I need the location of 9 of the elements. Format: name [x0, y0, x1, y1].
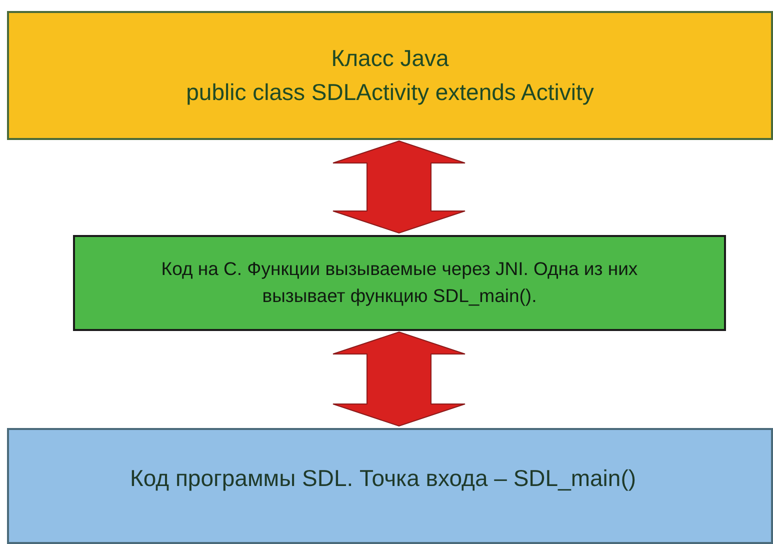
double-arrow	[332, 331, 466, 427]
double-arrow	[332, 140, 466, 234]
box-text: public class SDLActivity extends Activity	[186, 78, 594, 107]
box-text: Код программы SDL. Точка входа – SDL_main()	[130, 464, 636, 494]
box-text: Код на С. Функции вызываемые через JNI. Одна из них вызывает функцию SDL_main().	[160, 257, 639, 308]
process-box	[73, 235, 726, 331]
program-box	[7, 428, 773, 544]
box-heading: Класс Java	[331, 44, 449, 74]
class-box	[7, 11, 773, 140]
